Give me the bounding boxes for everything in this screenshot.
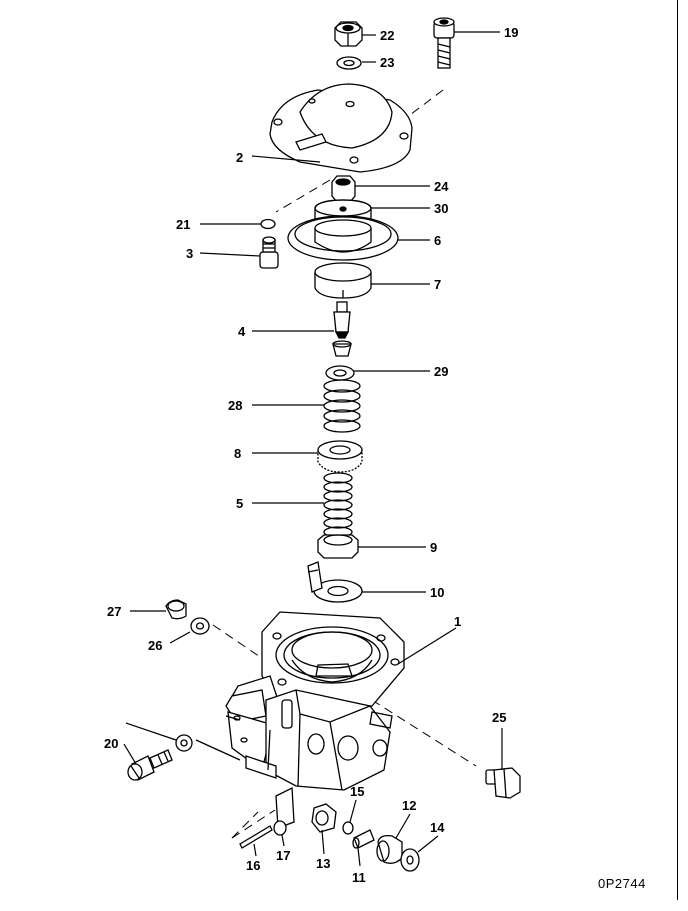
- part-11-pin: [352, 829, 375, 849]
- callout-7: 7: [434, 277, 441, 292]
- callout-23: 23: [380, 55, 394, 70]
- part-15-o-ring: [342, 821, 354, 835]
- callout-16: 16: [246, 858, 260, 873]
- part-3-plug: [259, 236, 279, 269]
- callout-19: 19: [504, 25, 518, 40]
- callout-20: 20: [104, 736, 118, 751]
- callout-2: 2: [236, 150, 243, 165]
- callout-25: 25: [492, 710, 506, 725]
- callout-21: 21: [176, 217, 190, 232]
- part-23-washer: [336, 56, 362, 70]
- part-19-bolt: [433, 17, 455, 69]
- part-16-pin: [239, 825, 273, 849]
- connector-line: [195, 739, 241, 761]
- callout-11: 11: [352, 870, 366, 885]
- part-14-washer: [400, 848, 420, 872]
- callout-4: 4: [238, 324, 246, 339]
- part-12-cap: [376, 834, 403, 864]
- callout-17: 17: [276, 848, 290, 863]
- callout-26: 26: [148, 638, 162, 653]
- part-22-nut: [334, 21, 363, 47]
- callout-30: 30: [434, 201, 448, 216]
- callout-14: 14: [430, 820, 445, 835]
- diagram-frame: [677, 0, 678, 900]
- callout-3: 3: [186, 246, 193, 261]
- callout-22: 22: [380, 28, 394, 43]
- callout-27: 27: [107, 604, 121, 619]
- part-24-nut: [331, 175, 356, 203]
- callout-12: 12: [402, 798, 416, 813]
- part-9-nut: [317, 534, 359, 559]
- part-2-cover: [269, 83, 413, 173]
- part-27-plug: [165, 599, 187, 620]
- part-7-piston: [314, 262, 372, 299]
- part-6-diaphragm: [287, 215, 399, 261]
- part-17-bracket: [273, 786, 295, 836]
- part-26-washer: [190, 617, 210, 635]
- part-13-nut: [311, 803, 337, 833]
- callout-8: 8: [234, 446, 241, 461]
- leader-lines: [123, 31, 503, 867]
- callout-24: 24: [434, 179, 449, 194]
- part-18-washer: [175, 734, 193, 752]
- part-20-bolt: [127, 749, 173, 781]
- callout-10: 10: [430, 585, 444, 600]
- part-1-body: [225, 611, 405, 791]
- callout-9: 9: [430, 540, 437, 555]
- part-28-spring: [323, 379, 361, 433]
- callout-29: 29: [434, 364, 448, 379]
- callout-labels: 22 23 19 2 24 30 21 6 3 7 4 29 28 8 5 9 …: [104, 25, 518, 885]
- callout-6: 6: [434, 233, 441, 248]
- part-5-spring: [323, 472, 353, 538]
- callout-15: 15: [350, 784, 364, 799]
- callout-5: 5: [236, 496, 243, 511]
- callout-13: 13: [316, 856, 330, 871]
- part-4-valve: [332, 301, 352, 357]
- part-10-retainer: [307, 561, 363, 603]
- drawing-code: 0P2744: [598, 876, 646, 891]
- part-25-plug: [485, 767, 521, 799]
- part-8-spring-seat: [317, 440, 363, 473]
- callout-28: 28: [228, 398, 242, 413]
- callout-1: 1: [454, 614, 461, 629]
